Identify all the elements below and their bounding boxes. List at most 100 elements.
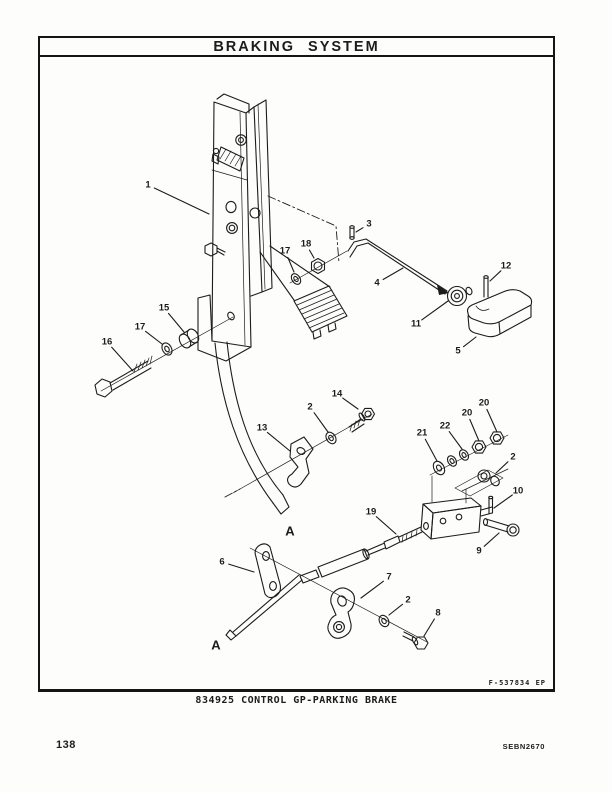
nut-20-a — [471, 440, 487, 454]
knob — [466, 289, 533, 338]
callout-leader — [287, 256, 295, 273]
figure-reference: F-537834 EP — [488, 679, 546, 687]
callout-label: 6 — [219, 557, 224, 568]
clevis-pin-9 — [482, 518, 520, 537]
washer-plain — [446, 455, 458, 467]
bolt-8 — [402, 631, 429, 650]
callout-label: 11 — [411, 319, 422, 330]
washer-17-top — [290, 273, 302, 285]
callout-label: 17 — [280, 246, 291, 257]
washer-2-mid — [325, 431, 337, 445]
callout-leader — [469, 418, 480, 442]
nut-20-b — [489, 431, 505, 445]
callout-leader — [486, 408, 498, 433]
callout-label: 1 — [145, 180, 151, 191]
callout-layer: 1 17 18 3 4 12 11 5 15 17 16 2 14 13 20 20 22 21 2 10 19 9 6 7 2… — [102, 180, 524, 653]
page-number: 138 — [56, 739, 76, 751]
assembly-axis-lines — [100, 250, 509, 643]
nut-18 — [310, 257, 326, 275]
bolt-14 — [348, 407, 376, 433]
callout-label: 2 — [510, 452, 515, 463]
callout-leader — [111, 346, 134, 372]
callout-leader — [388, 603, 404, 616]
callout-label: 2 — [405, 595, 410, 606]
pedal-pad — [293, 285, 348, 340]
callout-leader — [153, 187, 210, 215]
callout-label: 9 — [476, 546, 481, 557]
callout-label: 19 — [366, 507, 377, 518]
callout-leader — [495, 461, 509, 474]
callout-leader — [313, 412, 329, 433]
section-letter: A — [211, 637, 221, 652]
callout-label: 13 — [257, 423, 268, 434]
callout-label: 3 — [366, 219, 371, 230]
bracket-hole — [225, 200, 237, 214]
washer-nut-2-right — [454, 469, 504, 497]
top-pin — [211, 147, 220, 165]
doc-number: SEBN2670 — [502, 742, 545, 751]
callout-leader — [424, 438, 438, 462]
lever-hole — [227, 311, 235, 321]
pin-10 — [488, 495, 494, 515]
callout-label: 2 — [307, 402, 312, 413]
callout-label: 20 — [462, 408, 473, 419]
callout-leader — [462, 336, 477, 348]
side-bolt — [204, 242, 226, 257]
callout-leader — [382, 267, 404, 281]
callout-leader — [228, 563, 255, 573]
figure-caption: 834925 CONTROL GP-PARKING BRAKE — [195, 695, 398, 706]
callout-label: 8 — [435, 608, 440, 619]
washer-17-left — [161, 342, 173, 356]
brake-lever — [214, 341, 290, 515]
callout-leader — [308, 249, 315, 259]
washer-21 — [432, 460, 446, 476]
callout-leader — [489, 270, 502, 282]
callout-leader — [493, 494, 513, 509]
roller — [446, 285, 473, 307]
callout-label: 10 — [513, 486, 524, 497]
callout-label: 17 — [135, 322, 146, 333]
washer-2-bottom — [378, 614, 390, 628]
spacer-15 — [178, 328, 200, 349]
callout-leader — [448, 431, 463, 450]
witness-lines — [224, 195, 340, 498]
anchor-plate-6 — [254, 543, 282, 599]
callout-leader — [266, 431, 291, 452]
cable-19 — [225, 526, 423, 641]
callout-leader — [375, 516, 397, 535]
callout-label: 7 — [386, 572, 391, 583]
handle-pin — [483, 275, 489, 298]
callout-label: 4 — [374, 278, 380, 289]
callout-leader — [483, 532, 500, 547]
callout-label: 20 — [479, 398, 490, 409]
section-letter: A — [285, 523, 295, 538]
release-spring — [216, 146, 245, 172]
equalizer-block — [420, 497, 493, 540]
rod-assembly — [347, 225, 449, 295]
callout-leader — [423, 618, 435, 637]
parts-diagram: 1 17 18 3 4 12 11 5 15 17 16 2 14 13 20 20 22 21 2 10 19 9 6 7 2… — [94, 93, 533, 653]
face-nut — [226, 222, 238, 234]
callout-leader — [421, 300, 449, 321]
callout-leader — [342, 397, 359, 410]
callout-label: 15 — [159, 303, 170, 314]
callout-label: 16 — [102, 337, 113, 348]
callout-leader — [360, 580, 384, 599]
callout-leader — [167, 312, 185, 333]
callout-leader — [144, 330, 163, 345]
callout-label: 18 — [301, 239, 312, 250]
mount-bolt-16 — [94, 355, 153, 398]
figure-frame — [38, 36, 555, 692]
clip-13 — [286, 436, 314, 488]
callout-label: 12 — [501, 261, 512, 272]
page-title: BRAKING SYSTEM — [213, 38, 380, 55]
clip-7 — [327, 587, 355, 639]
callout-label: 5 — [455, 346, 461, 357]
callout-label: 21 — [417, 428, 428, 439]
washer-22 — [458, 449, 470, 461]
callout-leader — [355, 227, 364, 233]
callout-label: 14 — [332, 389, 343, 400]
pedal-arm — [259, 245, 331, 301]
callout-label: 22 — [440, 421, 451, 432]
